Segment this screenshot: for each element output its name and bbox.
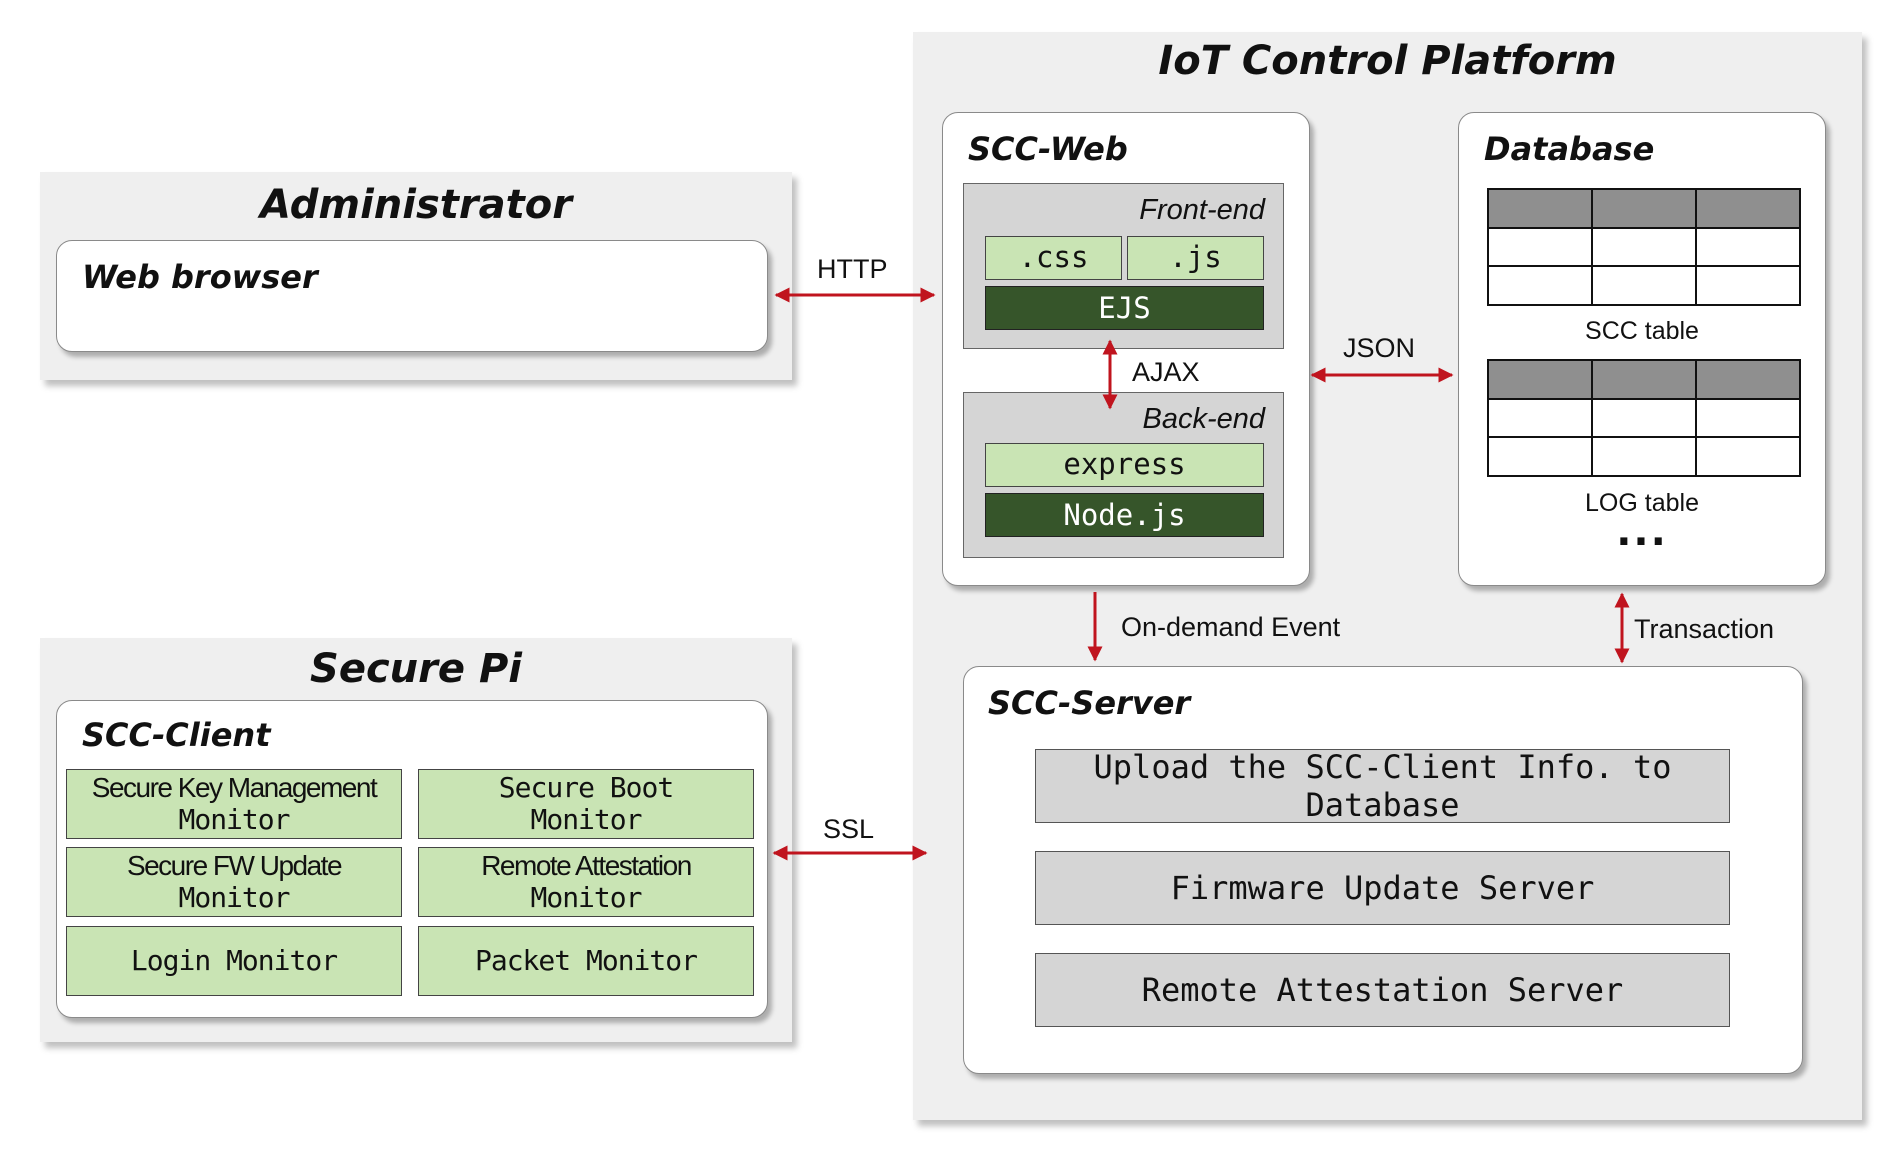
log-table-grid xyxy=(1487,359,1801,477)
log-table-label: LOG table xyxy=(1585,489,1699,517)
remote-attestation-monitor: Remote Attestation Monitor xyxy=(418,847,754,917)
ejs-block: EJS xyxy=(985,286,1264,330)
secure-fw-update-monitor: Secure FW Update Monitor xyxy=(66,847,402,917)
ajax-label: AJAX xyxy=(1132,357,1200,387)
on-demand-event-label: On-demand Event xyxy=(1121,612,1341,642)
http-label: HTTP xyxy=(817,254,888,284)
monitor-line: Secure FW Update xyxy=(126,849,343,881)
firmware-update-server: Firmware Update Server xyxy=(1035,851,1730,925)
iot-control-platform-title: IoT Control Platform xyxy=(1158,38,1617,84)
scc-client-title: SCC-Client xyxy=(82,716,271,754)
monitor-line: Login Monitor xyxy=(130,943,338,977)
monitor-line: Monitor xyxy=(530,881,642,914)
nodejs-block: Node.js xyxy=(985,493,1264,537)
scc-web-title: SCC-Web xyxy=(968,130,1128,168)
database-title: Database xyxy=(1484,130,1655,168)
secure-pi-title: Secure Pi xyxy=(310,646,522,692)
login-monitor: Login Monitor xyxy=(66,926,402,996)
web-browser-title: Web browser xyxy=(82,258,318,296)
monitor-line: Secure Boot xyxy=(498,770,674,804)
upload-client-info-server: Upload the SCC-Client Info. to Database xyxy=(1035,748,1730,824)
transaction-label: Transaction xyxy=(1634,614,1775,644)
secure-key-management-monitor: Secure Key Management Monitor xyxy=(66,769,402,839)
secure-boot-monitor: Secure Boot Monitor xyxy=(418,769,754,839)
scc-server-title: SCC-Server xyxy=(988,684,1191,722)
monitor-line: Packet Monitor xyxy=(474,943,698,977)
ssl-label: SSL xyxy=(823,814,875,844)
remote-attestation-server: Remote Attestation Server xyxy=(1035,953,1730,1027)
packet-monitor: Packet Monitor xyxy=(418,926,754,996)
web-browser-card xyxy=(56,240,768,352)
js-block: .js xyxy=(1127,236,1264,280)
json-label: JSON xyxy=(1343,333,1416,363)
css-block: .css xyxy=(985,236,1122,280)
scc-table-grid xyxy=(1487,188,1801,306)
monitor-line: Secure Key Management xyxy=(91,771,378,803)
scc-table-label: SCC table xyxy=(1585,317,1699,345)
more-tables-ellipsis: ... xyxy=(1616,509,1668,555)
back-end-label: Back-end xyxy=(1142,403,1265,435)
monitor-line: Remote Attestation xyxy=(481,849,692,881)
front-end-label: Front-end xyxy=(1139,194,1265,226)
monitor-line: Monitor xyxy=(178,803,290,836)
express-block: express xyxy=(985,443,1264,487)
monitor-line: Monitor xyxy=(530,803,642,836)
monitor-line: Monitor xyxy=(178,881,290,914)
administrator-title: Administrator xyxy=(260,182,572,228)
